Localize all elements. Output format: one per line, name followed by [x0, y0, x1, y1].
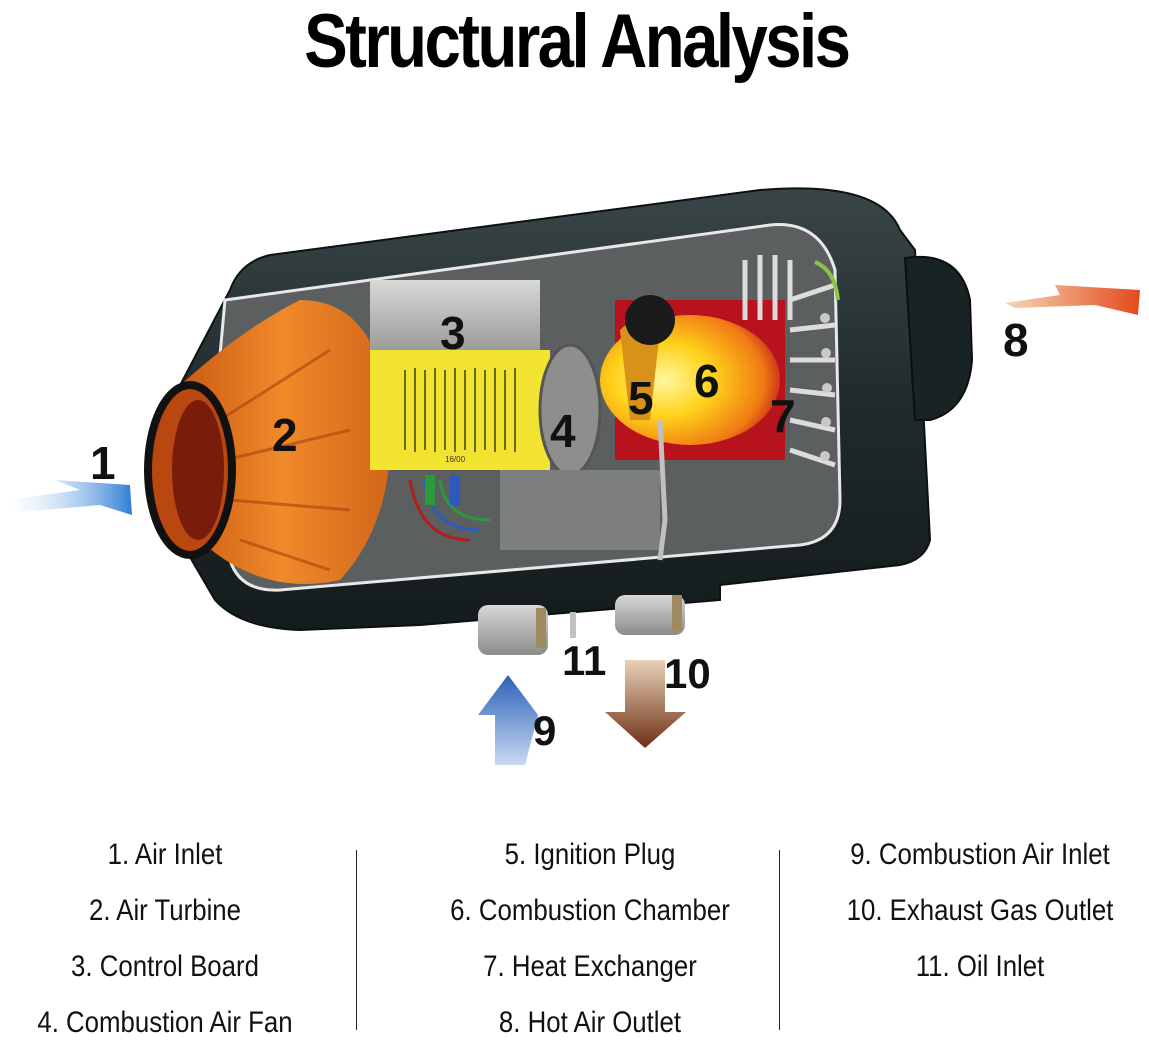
- callout-10: 10: [664, 650, 711, 697]
- combustion-air-inlet-port: [478, 605, 548, 655]
- legend-divider: [779, 850, 780, 1030]
- callout-2: 2: [272, 409, 298, 461]
- callout-9: 9: [533, 707, 557, 754]
- callout-5: 5: [628, 372, 654, 424]
- legend-item: 8. Hot Air Outlet: [498, 1006, 682, 1039]
- air-inlet-arrow: [5, 480, 132, 515]
- heat-exchanger: [742, 255, 836, 468]
- exhaust-gas-outlet-arrow: [605, 660, 686, 748]
- legend-divider: [356, 850, 357, 1030]
- page-title: Structural Analysis: [304, 0, 851, 84]
- legend-column-2: 5. Ignition Plug 6. Combustion Chamber 7…: [427, 830, 754, 1054]
- callout-3: 3: [440, 307, 466, 359]
- callout-4: 4: [550, 405, 576, 457]
- oil-inlet-pipe: [570, 612, 576, 638]
- callout-8: 8: [1003, 314, 1029, 366]
- legend-item: 11. Oil Inlet: [915, 950, 1045, 983]
- legend-column-1: 1. Air Inlet 2. Air Turbine 3. Control B…: [23, 830, 307, 1054]
- hot-air-outlet-arrow: [1005, 285, 1140, 315]
- legend-item: 3. Control Board: [71, 950, 259, 983]
- hot-air-outlet-port: [903, 255, 974, 421]
- legend-item: 5. Ignition Plug: [504, 838, 676, 871]
- combustion-air-inlet-arrow: [478, 675, 538, 765]
- callout-6: 6: [694, 355, 720, 407]
- callout-7: 7: [770, 390, 796, 442]
- legend-item: 6. Combustion Chamber: [450, 894, 730, 927]
- label-plate-text: 16/00: [445, 455, 466, 464]
- callout-11: 11: [562, 637, 607, 684]
- legend-item: 2. Air Turbine: [88, 894, 242, 927]
- legend-item: 1. Air Inlet: [107, 838, 223, 871]
- legend-column-3: 9. Combustion Air Inlet 10. Exhaust Gas …: [825, 830, 1135, 998]
- heater-cutaway-diagram: 16/00: [0, 150, 1149, 790]
- legend-item: 4. Combustion Air Fan: [37, 1006, 293, 1039]
- control-board-label: [370, 350, 550, 470]
- callout-1: 1: [90, 437, 116, 489]
- exhaust-outlet-port: [615, 595, 685, 635]
- legend-item: 7. Heat Exchanger: [483, 950, 697, 983]
- legend-item: 10. Exhaust Gas Outlet: [846, 894, 1114, 927]
- heater-illustration: 16/00: [5, 187, 1140, 765]
- legend-item: 9. Combustion Air Inlet: [850, 838, 1110, 871]
